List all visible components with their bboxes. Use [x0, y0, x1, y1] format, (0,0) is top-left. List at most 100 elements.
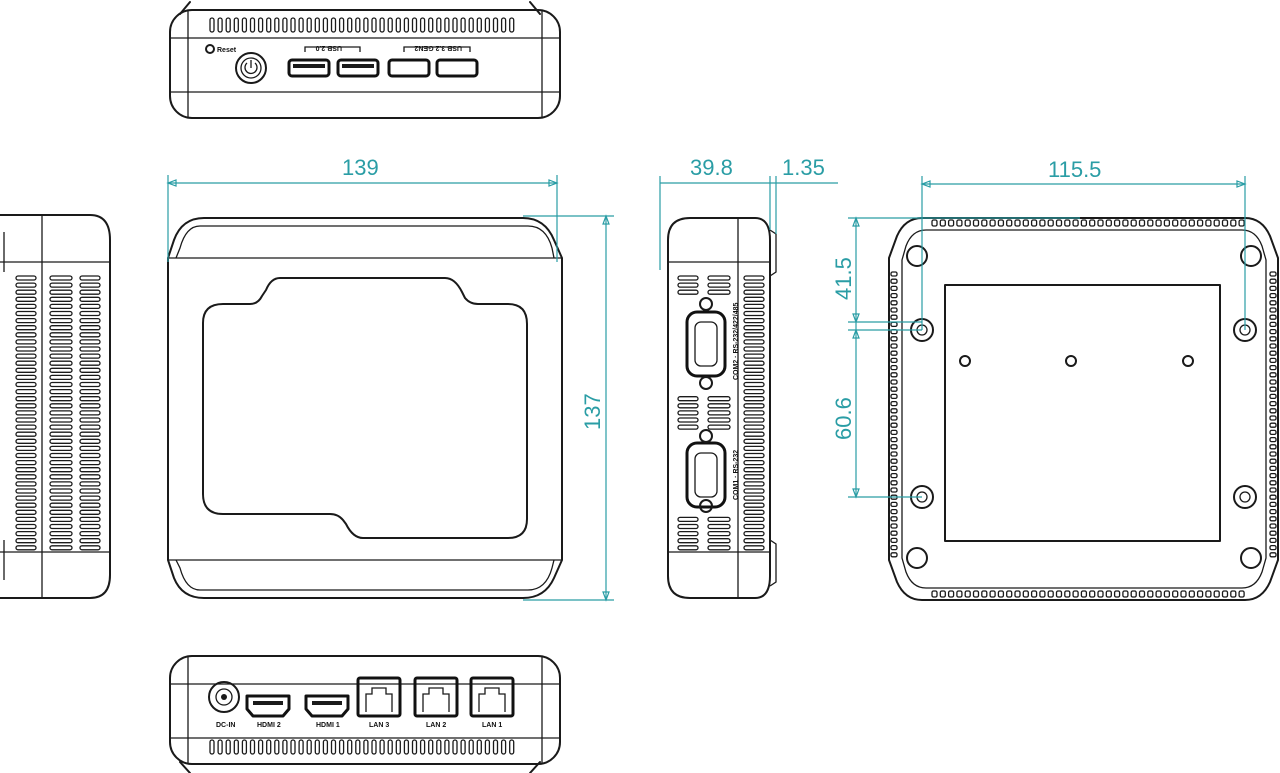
usb-port-icon — [336, 58, 380, 78]
dimension-height: 39.8 1.35 — [659, 155, 838, 270]
vent-slot — [79, 459, 101, 466]
edge-bead — [1055, 219, 1063, 227]
vent-slot — [49, 346, 73, 352]
vent-slot — [79, 438, 101, 444]
edge-bead — [890, 436, 898, 443]
top-panel-outline — [202, 277, 528, 539]
vent-slot — [79, 396, 101, 402]
edge-bead — [1269, 494, 1277, 500]
edge-bead — [1269, 480, 1277, 486]
edge-bead — [1269, 429, 1277, 436]
vent-slot — [743, 374, 765, 381]
edge-bead — [890, 300, 898, 306]
vent-slot — [79, 431, 101, 437]
edge-bead — [1006, 219, 1013, 227]
rubber-feet — [906, 245, 1262, 569]
edge-bead — [931, 590, 938, 598]
vent-slot — [15, 431, 37, 437]
edge-bead — [1230, 590, 1237, 598]
vent-slot — [15, 325, 37, 331]
edge-bead — [1055, 590, 1063, 598]
edge-bead — [890, 516, 898, 522]
vent-slot — [677, 282, 699, 288]
vent-slot — [743, 332, 765, 338]
vent-slot — [49, 459, 73, 466]
edge-bead — [890, 472, 898, 479]
left-side-view — [0, 214, 111, 599]
vent-slot — [49, 325, 73, 331]
vent-slot — [209, 739, 215, 755]
vent-slot — [379, 739, 385, 755]
vent-slot — [49, 417, 73, 423]
edge-bead — [1269, 408, 1277, 414]
bottom-edge-beads — [890, 219, 1277, 598]
vent-slot — [49, 332, 73, 338]
vent-slot — [743, 296, 765, 302]
edge-bead — [1269, 530, 1277, 536]
edge-bead — [1269, 271, 1277, 277]
vent-slot — [79, 523, 101, 530]
edge-bead — [1221, 219, 1229, 227]
edge-bead — [1269, 393, 1277, 400]
hdmi-port-icon — [304, 694, 350, 718]
rj45-port-icon — [413, 676, 459, 718]
vent-slot — [49, 495, 73, 501]
dim-foot-value: 1.35 — [782, 155, 825, 180]
edge-bead — [1205, 219, 1212, 227]
vent-slot — [249, 17, 256, 33]
vent-slot — [233, 739, 239, 755]
vent-slot — [79, 516, 101, 523]
vent-slot — [274, 17, 280, 33]
vent-slot — [15, 410, 37, 416]
edge-bead — [1138, 590, 1146, 598]
edge-bead — [947, 219, 955, 227]
vent-slot — [15, 530, 37, 537]
vent-slot — [460, 17, 466, 33]
vent-slot — [49, 445, 73, 452]
vent-slot — [49, 545, 73, 551]
edge-bead — [1269, 343, 1277, 349]
vent-slot — [314, 739, 320, 755]
edge-bead — [1014, 219, 1021, 227]
vent-slot — [79, 332, 101, 338]
vent-slot — [395, 739, 401, 755]
vent-slot — [79, 282, 101, 288]
vent-slot — [743, 545, 765, 551]
edge-bead — [890, 379, 898, 385]
edge-bead — [890, 487, 898, 493]
vent-slot — [49, 388, 73, 395]
vent-slot — [49, 275, 73, 281]
vent-slot — [363, 739, 369, 755]
vent-slot — [79, 346, 101, 352]
vent-slot — [79, 488, 101, 494]
right-side-view: COM2 · RS-232/422/485 COM1 · RS-232 — [667, 217, 777, 599]
edge-bead — [1188, 219, 1195, 227]
edge-bead — [890, 357, 898, 364]
vent-slot — [677, 396, 699, 402]
vent-slot — [49, 374, 73, 381]
edge-bead — [1269, 422, 1277, 428]
vent-slot — [444, 739, 450, 755]
vent-slot — [79, 275, 101, 281]
edge-bead — [1122, 590, 1129, 598]
edge-bead — [1269, 508, 1277, 515]
vent-slot — [15, 367, 37, 373]
dim-mount-x-value: 115.5 — [1048, 157, 1101, 182]
vent-slot — [677, 403, 699, 409]
vent-slot — [233, 17, 239, 33]
vent-slot — [347, 739, 353, 755]
edge-bead — [1014, 590, 1021, 598]
vent-slot — [49, 467, 73, 473]
edge-bead — [1196, 219, 1204, 227]
edge-bead — [1205, 590, 1212, 598]
vent-slot — [707, 289, 731, 295]
edge-bead — [1006, 590, 1013, 598]
vent-slot — [707, 545, 731, 551]
edge-bead — [997, 590, 1005, 598]
edge-bead — [1269, 523, 1277, 529]
vent-slot — [707, 530, 731, 537]
vent-slot — [15, 516, 37, 523]
edge-bead — [1064, 590, 1071, 598]
edge-bead — [1238, 219, 1245, 227]
vent-slot — [419, 739, 426, 755]
